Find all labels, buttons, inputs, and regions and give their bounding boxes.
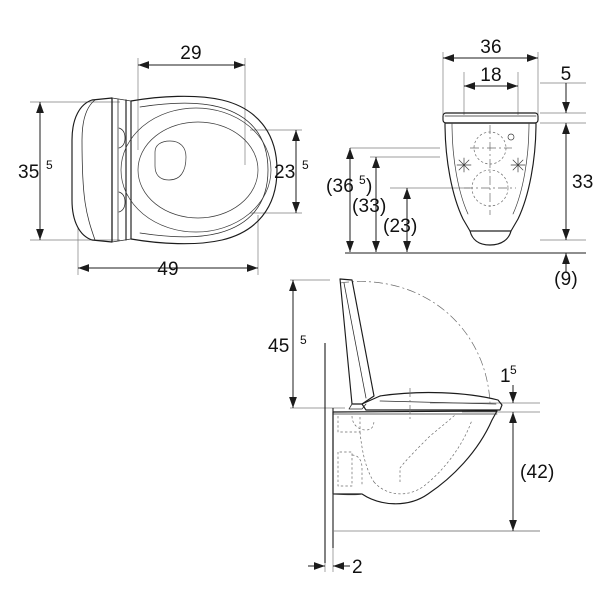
dimension-side-2: 2 xyxy=(308,557,363,578)
dimension-label-top-35-superscript: 5 xyxy=(46,158,53,172)
dimension-front-9: (9) xyxy=(554,253,578,290)
dimension-label-front-365-close: ) xyxy=(366,176,373,197)
mounting-hole-right xyxy=(510,157,526,173)
dimension-front-18: 18 xyxy=(464,65,518,90)
dimension-front-36: 36 xyxy=(443,37,538,62)
dimension-label-side-1: 1 xyxy=(500,366,511,387)
front-view-group: 36 18 5 33 (9) (36 5 ) xyxy=(326,37,594,290)
side-view-extension-lines xyxy=(290,279,540,572)
dimension-label-front-365-superscript: 5 xyxy=(359,173,366,187)
dimension-label-top-29: 29 xyxy=(180,43,202,64)
dimension-side-42: (42) xyxy=(509,412,555,531)
dimension-front-33-right: 33 xyxy=(562,123,594,240)
dimension-side-1-5: 1 5 xyxy=(500,363,517,403)
dimension-label-top-23-superscript: 5 xyxy=(302,158,309,172)
dimension-label-front-5: 5 xyxy=(561,64,572,85)
dimension-label-front-33-right: 33 xyxy=(572,172,594,193)
dimension-label-side-45-superscript: 5 xyxy=(300,333,307,347)
dimension-label-top-23: 23 xyxy=(274,162,296,183)
dimension-label-front-18: 18 xyxy=(480,65,502,86)
side-view-group: 45 5 1 5 (42) 2 xyxy=(268,278,555,578)
top-view-group: 29 49 35 5 23 5 xyxy=(18,43,309,280)
dimension-top-23-5: 23 5 xyxy=(274,130,309,213)
wc-seat xyxy=(361,391,503,411)
wc-bowl-side-outline xyxy=(332,410,498,505)
dimension-side-45-5: 45 5 xyxy=(268,280,307,408)
mounting-hole-left xyxy=(456,157,472,173)
dimension-label-front-23-left: (23) xyxy=(383,216,418,237)
top-view-extension-lines xyxy=(30,58,302,275)
dimension-top-29: 29 xyxy=(138,43,245,69)
dimension-label-front-33-left: (33) xyxy=(352,196,387,217)
dimension-label-top-49: 49 xyxy=(157,259,179,280)
dimension-front-5: 5 xyxy=(561,64,572,113)
dimension-top-35-5: 35 5 xyxy=(18,102,53,240)
lid-swing-arc xyxy=(339,281,491,404)
dimension-front-36-5-left: (36 5 ) xyxy=(326,148,373,252)
wc-plan-outline xyxy=(71,95,278,245)
wc-front-outline xyxy=(442,112,539,246)
dimension-label-side-2: 2 xyxy=(352,557,363,578)
dimension-label-side-42: (42) xyxy=(520,462,555,483)
dimension-label-front-36: 36 xyxy=(480,37,502,58)
dimension-label-front-365-main: (36 xyxy=(326,176,354,197)
dimension-label-top-35: 35 xyxy=(18,162,40,183)
dimension-top-49: 49 xyxy=(78,259,258,280)
wc-lid-raised xyxy=(339,278,375,410)
wc-bowl-hidden-lines xyxy=(337,413,473,495)
dimension-label-side-1-superscript: 5 xyxy=(510,363,517,377)
dimension-label-side-45: 45 xyxy=(268,336,290,357)
dimension-front-33-left: (33) xyxy=(352,157,387,252)
dimension-front-23-left: (23) xyxy=(383,188,418,252)
dimension-label-front-9: (9) xyxy=(554,269,578,290)
